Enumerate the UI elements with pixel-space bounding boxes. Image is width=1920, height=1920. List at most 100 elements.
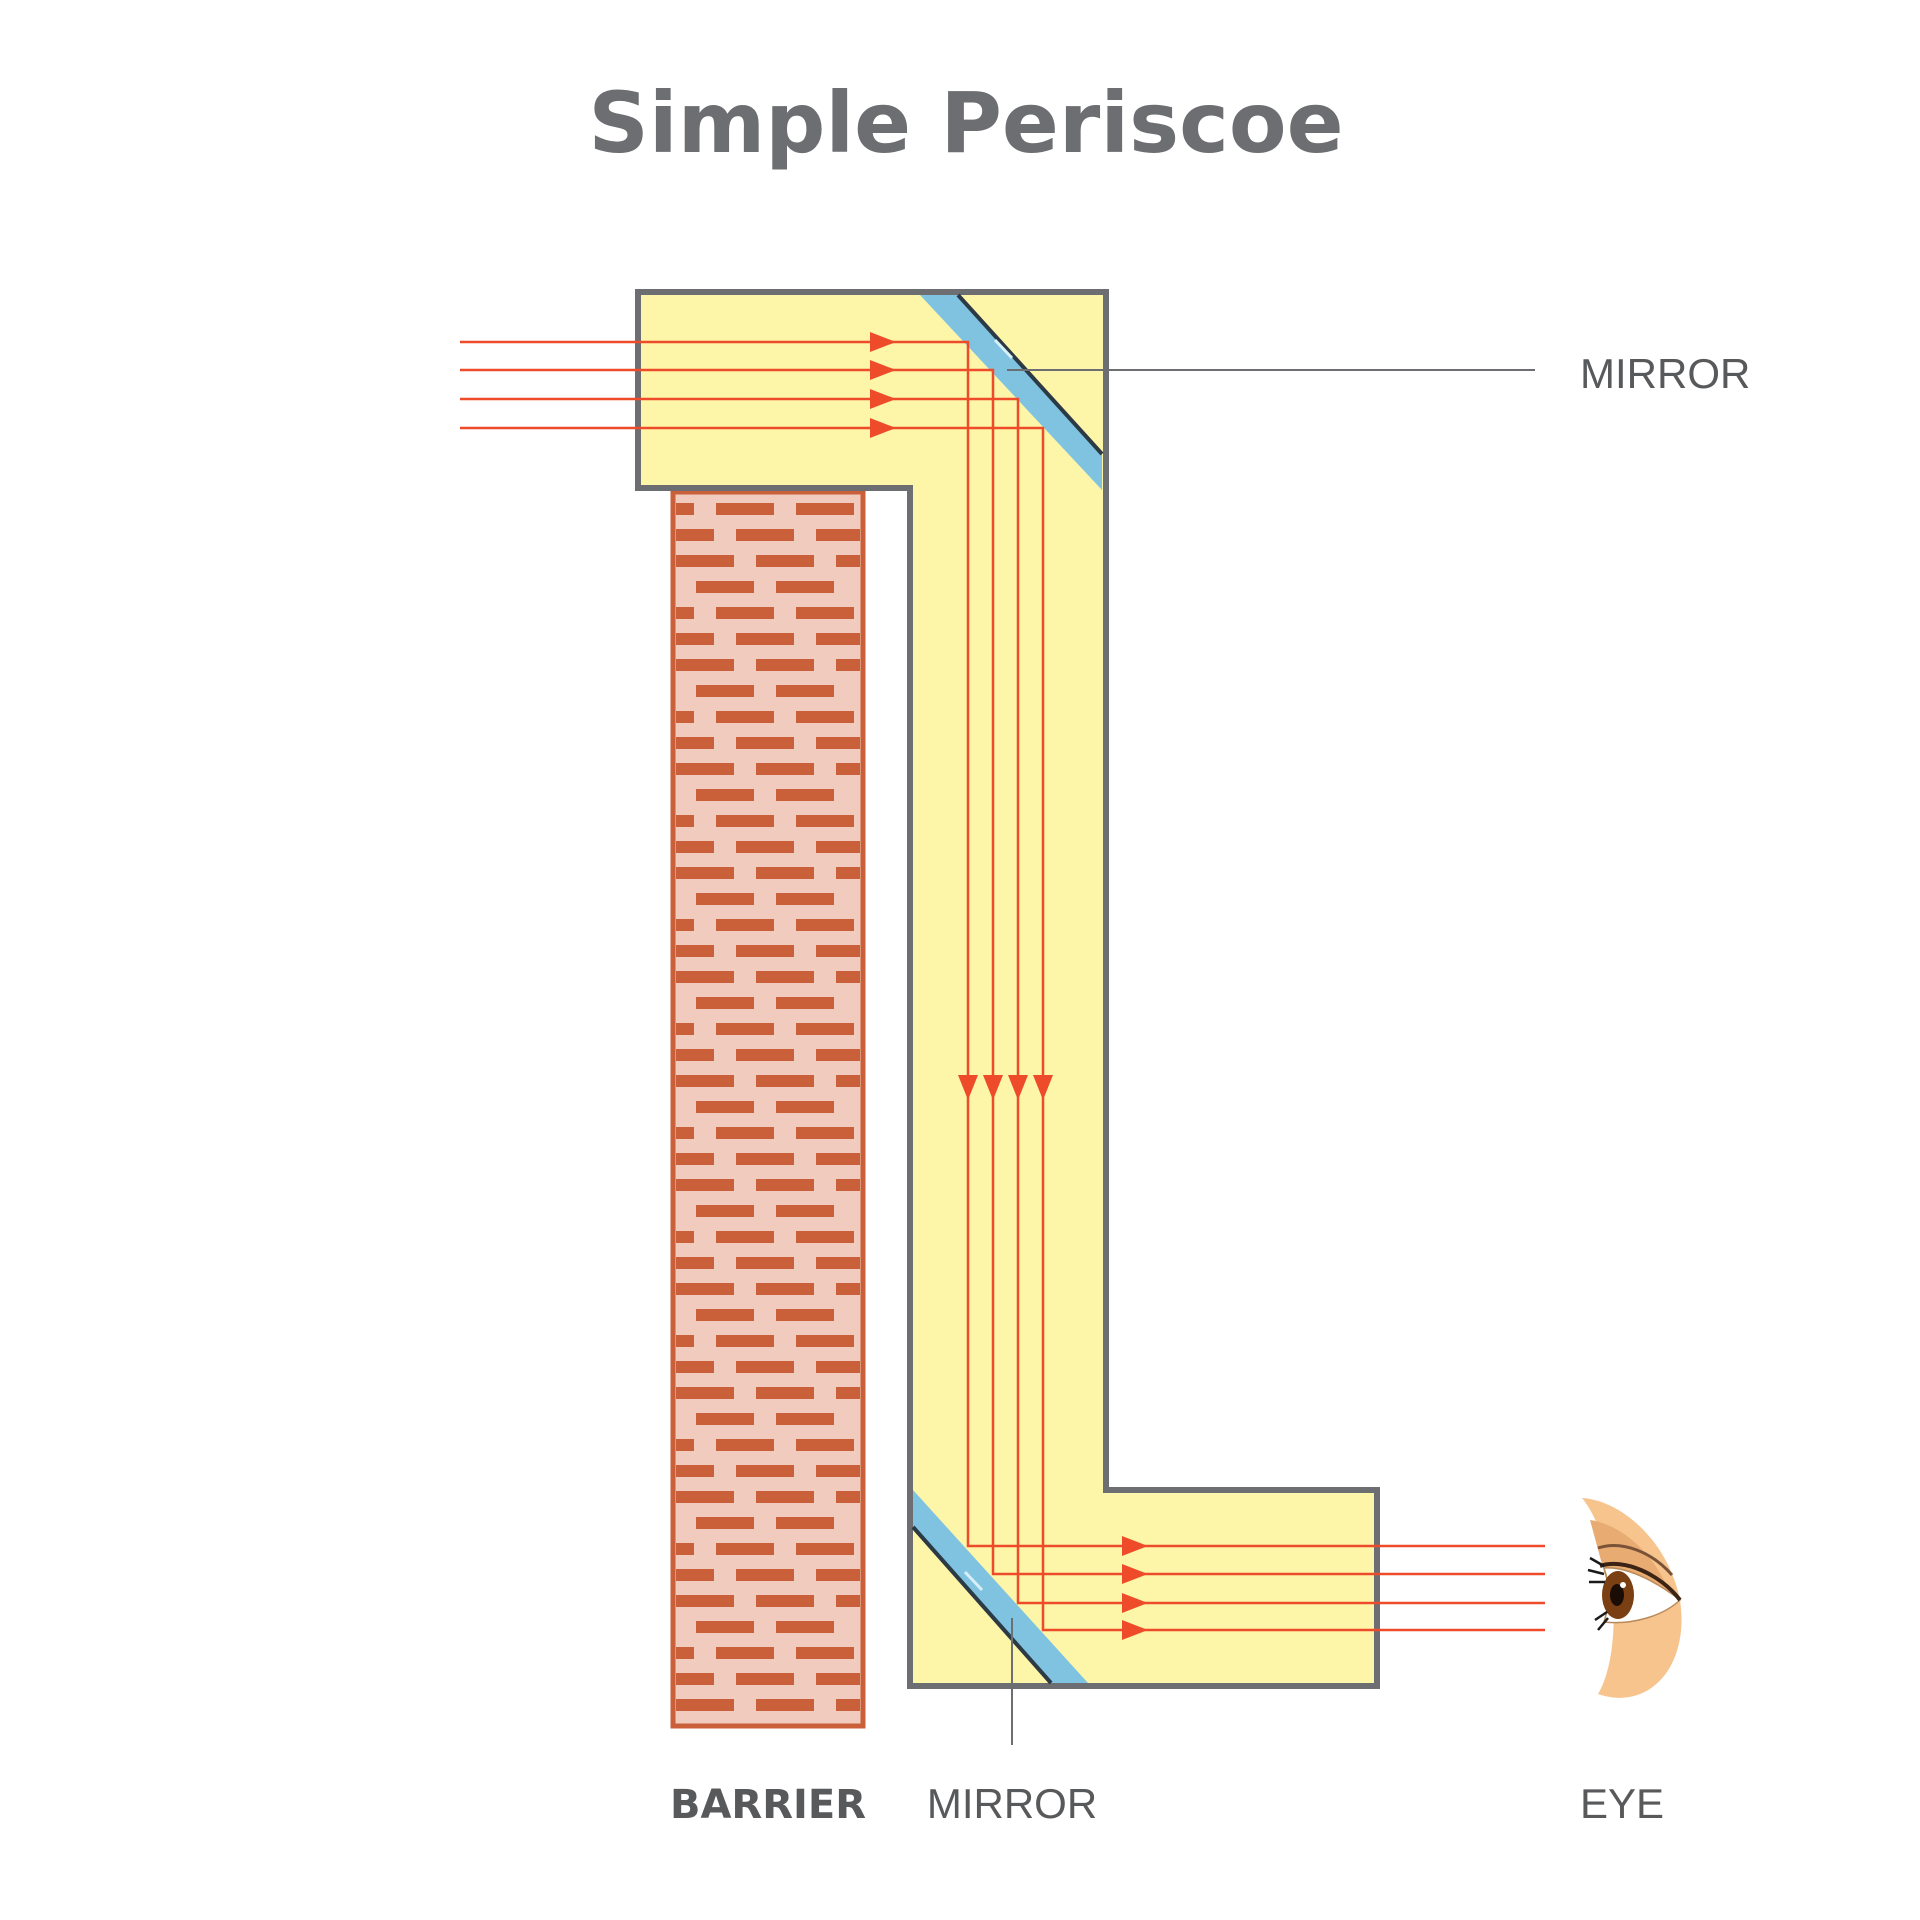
brick — [676, 1075, 734, 1087]
brick — [676, 971, 734, 983]
brick — [736, 1465, 794, 1477]
brick — [676, 1387, 734, 1399]
bottom-mirror — [911, 1490, 1088, 1685]
brick — [796, 1543, 854, 1555]
brick — [816, 1153, 860, 1165]
light-ray — [460, 426, 1545, 1632]
brick — [776, 1205, 834, 1217]
brick — [716, 919, 774, 931]
ray-arrow-right — [1122, 1536, 1148, 1556]
brick — [676, 1049, 714, 1061]
brick — [676, 919, 694, 931]
ray-arrow-right — [1122, 1620, 1148, 1640]
brick — [676, 1543, 694, 1555]
brick — [756, 555, 814, 567]
brick — [716, 1543, 774, 1555]
brick — [696, 1413, 754, 1425]
ray-arrow-down — [1008, 1075, 1028, 1100]
brick — [676, 503, 694, 515]
brick — [676, 945, 714, 957]
brick — [696, 1101, 754, 1113]
brick — [676, 1283, 734, 1295]
brick — [836, 1699, 860, 1711]
brick — [816, 529, 860, 541]
brick — [756, 763, 814, 775]
brick — [836, 971, 860, 983]
brick — [676, 607, 694, 619]
light-rays — [460, 340, 1545, 1632]
brick — [816, 1569, 860, 1581]
brick — [816, 945, 860, 957]
brick-pattern — [676, 503, 860, 1711]
brick — [736, 841, 794, 853]
ray-arrow-down — [958, 1075, 978, 1100]
barrier-wall — [670, 489, 866, 1729]
brick — [736, 529, 794, 541]
brick — [716, 711, 774, 723]
brick — [776, 1621, 834, 1633]
brick — [816, 1361, 860, 1373]
brick — [716, 1231, 774, 1243]
brick — [716, 1647, 774, 1659]
brick — [816, 1465, 860, 1477]
brick — [676, 1465, 714, 1477]
brick — [736, 633, 794, 645]
brick — [716, 1127, 774, 1139]
brick — [816, 633, 860, 645]
brick — [696, 893, 754, 905]
brick — [676, 529, 714, 541]
brick — [676, 1257, 714, 1269]
ray-arrow-right — [870, 389, 896, 409]
brick — [756, 659, 814, 671]
brick — [676, 1231, 694, 1243]
brick — [796, 1023, 854, 1035]
brick — [796, 815, 854, 827]
brick — [756, 1075, 814, 1087]
brick — [836, 1283, 860, 1295]
brick — [776, 1101, 834, 1113]
brick — [736, 945, 794, 957]
brick — [836, 659, 860, 671]
brick — [676, 1127, 694, 1139]
brick — [676, 1361, 714, 1373]
brick — [776, 1309, 834, 1321]
brick — [816, 1257, 860, 1269]
brick — [676, 555, 734, 567]
mirror-top-label: MIRROR — [1580, 350, 1750, 397]
brick — [756, 1283, 814, 1295]
ray-arrow-right — [1122, 1564, 1148, 1584]
ray-arrow-right — [870, 418, 896, 438]
top-mirror — [920, 293, 1104, 490]
mirror-bottom-label: MIRROR — [927, 1780, 1097, 1827]
brick — [696, 1621, 754, 1633]
brick — [696, 1205, 754, 1217]
brick — [716, 607, 774, 619]
brick — [776, 1517, 834, 1529]
brick — [736, 1153, 794, 1165]
brick — [716, 1335, 774, 1347]
brick — [776, 685, 834, 697]
brick — [736, 1673, 794, 1685]
brick — [676, 1335, 694, 1347]
brick — [836, 1179, 860, 1191]
brick — [716, 503, 774, 515]
brick — [836, 555, 860, 567]
light-ray — [460, 397, 1545, 1605]
brick — [796, 919, 854, 931]
brick — [816, 1673, 860, 1685]
brick — [676, 1491, 734, 1503]
brick — [816, 737, 860, 749]
brick — [676, 633, 714, 645]
light-ray — [460, 340, 1545, 1548]
barrier-label: BARRIER — [670, 1782, 866, 1828]
brick — [796, 1647, 854, 1659]
brick — [676, 1569, 714, 1581]
brick — [756, 1387, 814, 1399]
brick — [736, 737, 794, 749]
brick — [776, 789, 834, 801]
brick — [696, 1309, 754, 1321]
brick — [796, 1439, 854, 1451]
brick — [836, 1491, 860, 1503]
brick — [696, 997, 754, 1009]
brick — [676, 1673, 714, 1685]
